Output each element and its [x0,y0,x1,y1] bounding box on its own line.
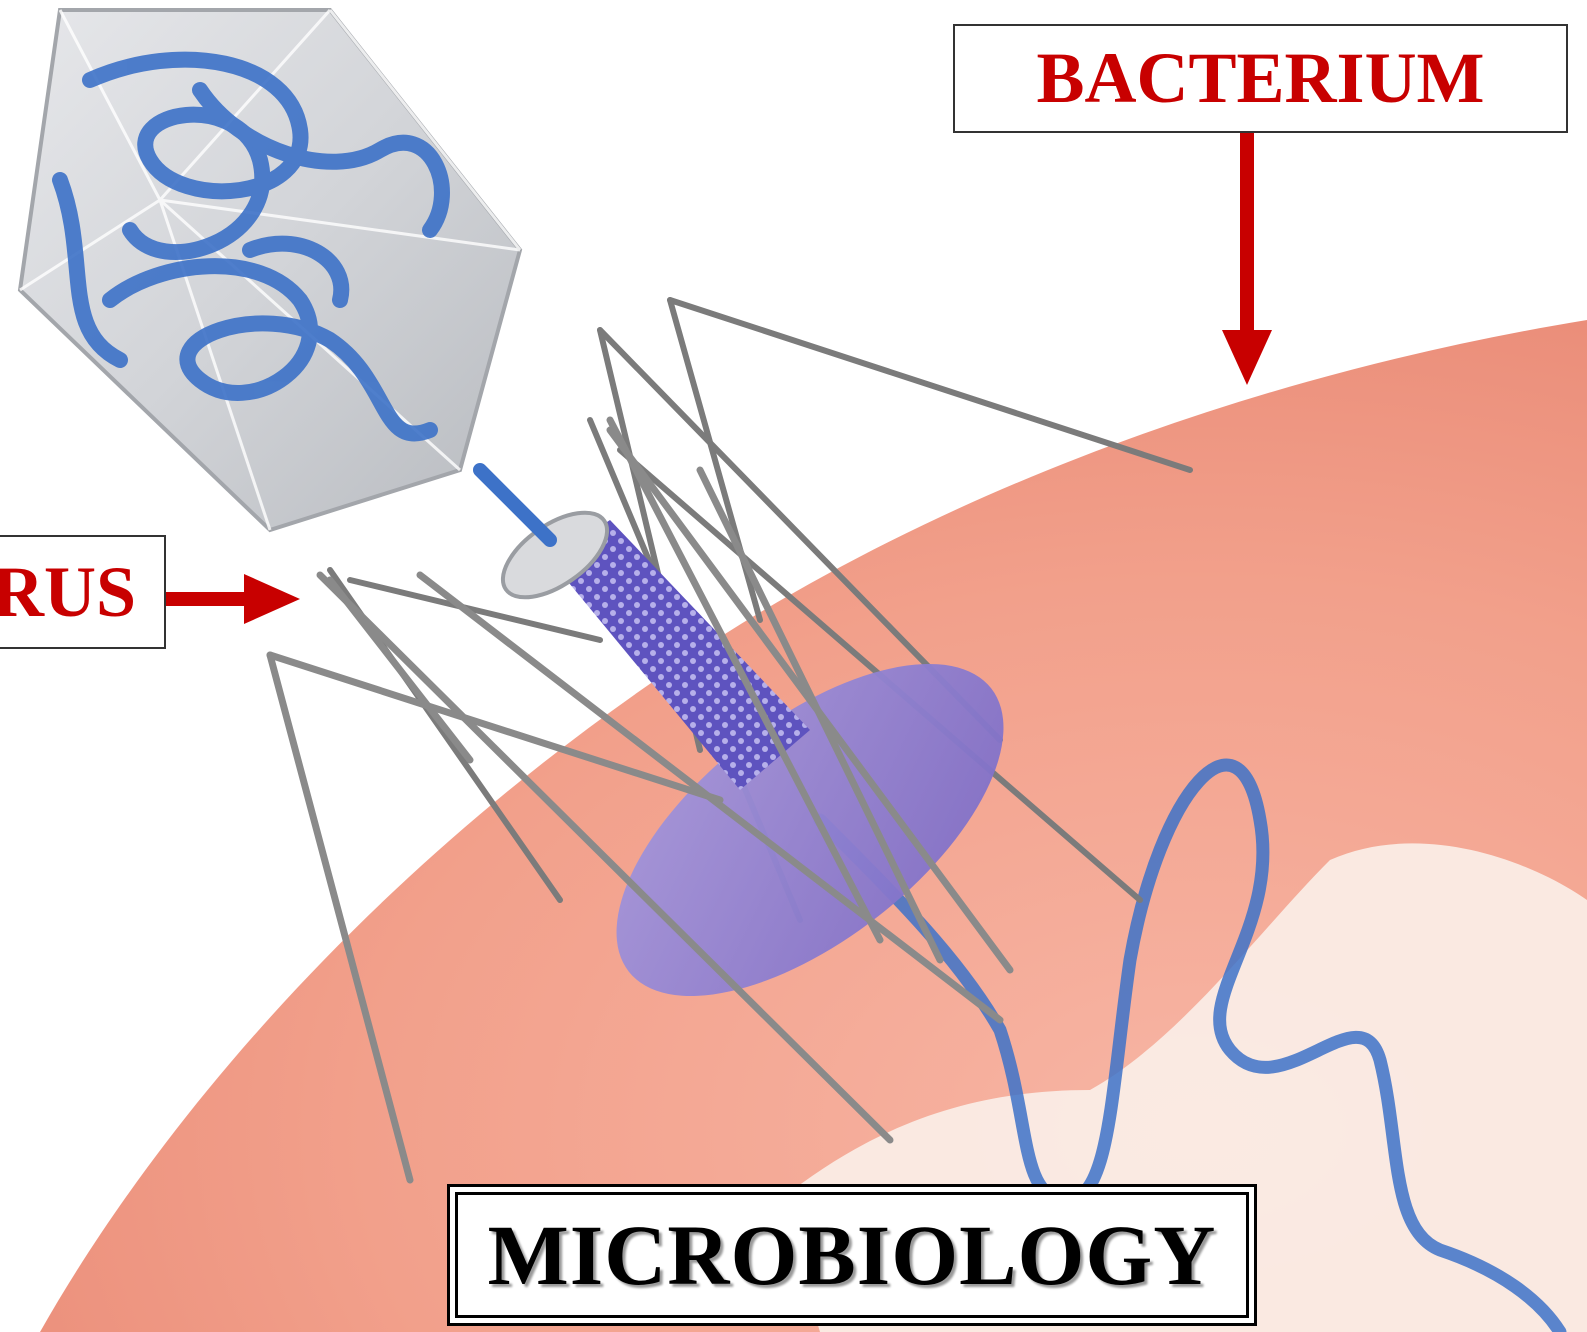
title-frame: MICROBIOLOGY [447,1184,1257,1326]
arrow-right-icon [166,574,300,624]
neck [480,470,550,540]
bacterium-label-box: BACTERIUM [953,24,1568,133]
virus-label-box: RUS [0,535,166,649]
page-title: MICROBIOLOGY [488,1205,1217,1305]
virus-label: RUS [0,551,136,634]
bacterium-label: BACTERIUM [1036,37,1484,120]
title-inner-frame: MICROBIOLOGY [455,1192,1249,1318]
arrow-down-icon [1222,133,1272,385]
